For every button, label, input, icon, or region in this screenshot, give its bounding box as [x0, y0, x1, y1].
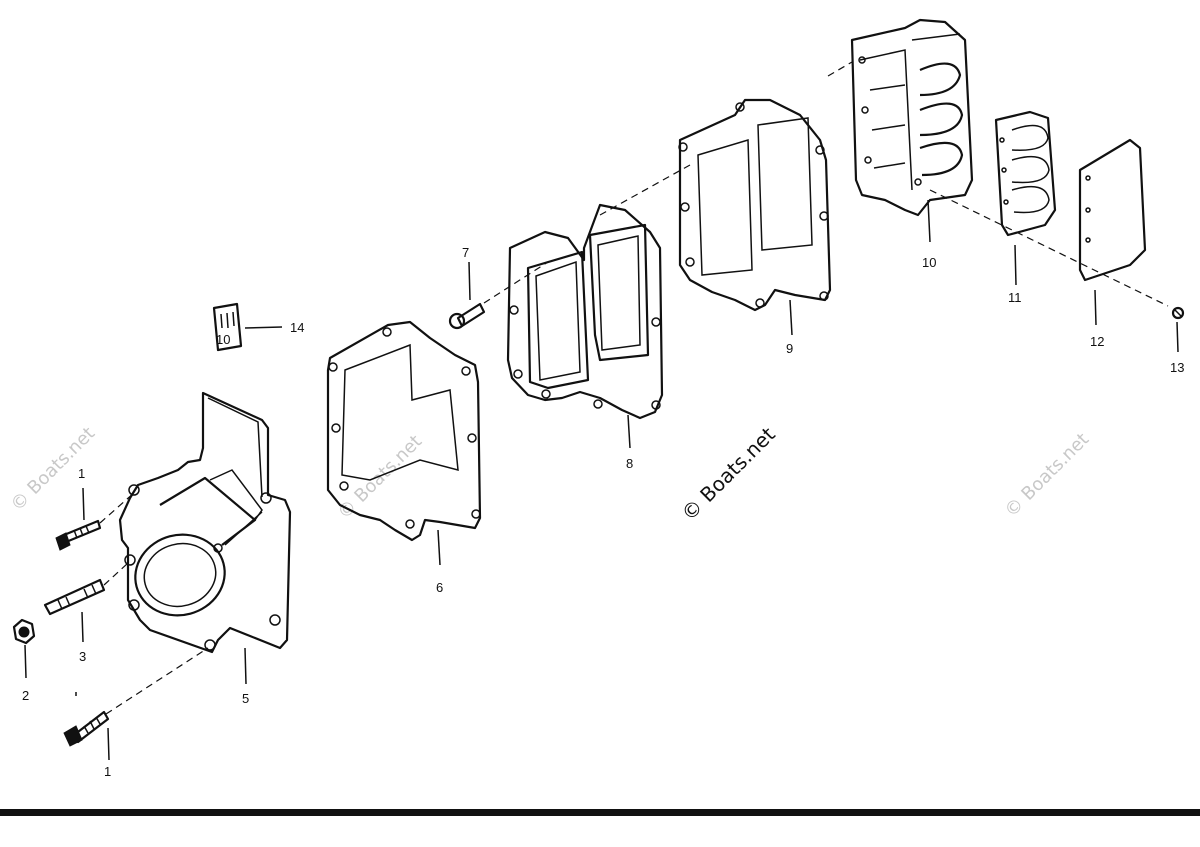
- watermark-right: © Boats.net: [1001, 429, 1093, 521]
- leader-1b: [107, 727, 110, 761]
- bottom-border: [0, 809, 1200, 816]
- decal-text: 10: [216, 332, 230, 347]
- leader-3: [81, 611, 84, 643]
- leader-12-dash: [929, 189, 1169, 307]
- part-11-reed-plate[interactable]: [994, 110, 1057, 237]
- callout-1-lower: 1: [104, 764, 111, 779]
- callout-2: 2: [22, 688, 29, 703]
- callout-12: 12: [1090, 334, 1104, 349]
- part-9-gasket[interactable]: [678, 98, 832, 312]
- callout-6: 6: [436, 580, 443, 595]
- leader-5: [244, 647, 247, 685]
- callout-8: 8: [626, 456, 633, 471]
- callout-7: 7: [462, 245, 469, 260]
- callout-1-upper: 1: [78, 466, 85, 481]
- part-2-nut[interactable]: [12, 618, 36, 645]
- callout-13: 13: [1170, 360, 1184, 375]
- leader-1b-dash: [105, 647, 209, 715]
- part-6-gasket[interactable]: [326, 320, 482, 542]
- leader-11: [1014, 244, 1017, 286]
- leader-14: [244, 326, 283, 329]
- leader-7-dash: [483, 261, 549, 304]
- part-12-stop-plate[interactable]: [1078, 138, 1147, 282]
- leader-3-dash: [103, 562, 129, 586]
- callout-11: 11: [1008, 290, 1022, 305]
- part-3-stud[interactable]: [43, 578, 106, 616]
- part-7-screw[interactable]: [448, 302, 486, 330]
- part-10-reed-cover[interactable]: [850, 18, 974, 217]
- part-8-reed-block[interactable]: [506, 203, 664, 420]
- watermark-main: © Boats.net: [677, 422, 780, 525]
- leader-8-dash: [599, 164, 691, 216]
- leader-6: [437, 529, 441, 566]
- leader-2: [24, 644, 27, 679]
- part-14-decal[interactable]: 10: [212, 302, 243, 352]
- part-5-adaptor-housing[interactable]: [118, 391, 292, 654]
- part-1-screw-lower[interactable]: [63, 710, 110, 747]
- watermark-left: © Boats.net: [7, 423, 99, 515]
- callout-10: 10: [922, 255, 936, 270]
- leader-13: [1176, 321, 1179, 353]
- callout-14: 14: [290, 320, 304, 335]
- leader-7: [468, 261, 471, 301]
- callout-9: 9: [786, 341, 793, 356]
- leader-12: [1094, 289, 1097, 326]
- leader-10: [927, 199, 931, 243]
- leader-1a: [82, 487, 85, 521]
- callout-5: 5: [242, 691, 249, 706]
- part-1-screw-upper[interactable]: [55, 519, 102, 551]
- part-13-screw[interactable]: [1171, 306, 1185, 320]
- leader-10a-dash: [827, 61, 853, 77]
- leader-8: [627, 414, 631, 449]
- leader-1a-dash: [99, 491, 136, 524]
- callout-3: 3: [79, 649, 86, 664]
- leader-9: [789, 299, 793, 336]
